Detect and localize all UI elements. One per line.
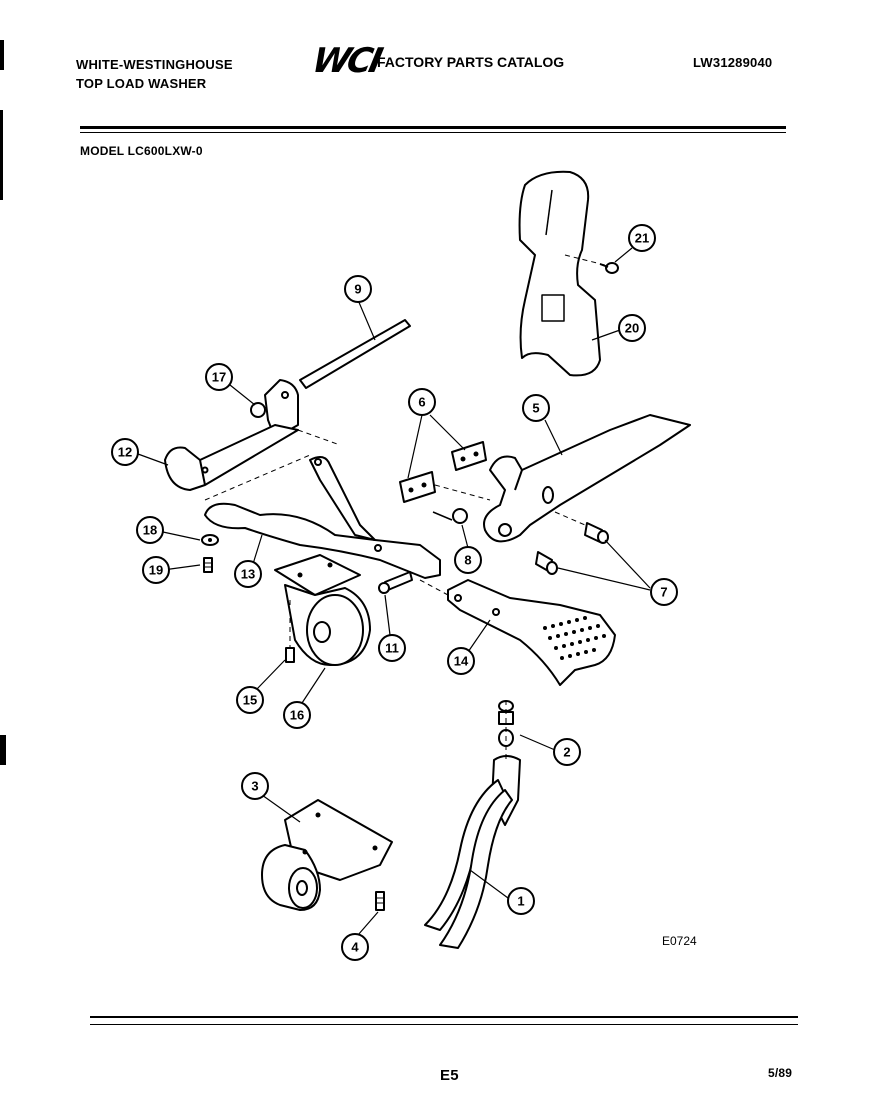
catalog-title: FACTORY PARTS CATALOG xyxy=(377,54,565,70)
part-8-nut xyxy=(432,508,468,524)
svg-text:1: 1 xyxy=(517,894,524,909)
footer-rule-thin xyxy=(90,1024,798,1025)
svg-text:9: 9 xyxy=(354,282,361,297)
callout-18: 18 xyxy=(136,516,164,544)
callout-3: 3 xyxy=(241,772,269,800)
part-14-foot-pedal xyxy=(419,579,616,686)
part-20-bracket-plate xyxy=(518,170,606,377)
part-19-screw xyxy=(203,557,213,573)
callout-12: 12 xyxy=(111,438,139,466)
callout-9: 9 xyxy=(344,275,372,303)
callout-2: 2 xyxy=(553,738,581,766)
part-4-screw xyxy=(375,891,385,911)
manufacturer-name: WHITE-WESTINGHOUSE xyxy=(76,57,233,72)
catalog-number: LW31289040 xyxy=(693,55,773,70)
svg-text:17: 17 xyxy=(212,370,226,385)
callout-7: 7 xyxy=(650,578,678,606)
part-11-bolt xyxy=(378,571,413,594)
scan-edge-mark xyxy=(0,735,6,765)
svg-text:3: 3 xyxy=(251,779,258,794)
svg-text:7: 7 xyxy=(660,585,667,600)
svg-text:8: 8 xyxy=(464,553,471,568)
scan-edge-mark xyxy=(0,110,3,200)
part-13-lever-arm xyxy=(204,454,441,579)
part-21-screw xyxy=(599,262,619,274)
callout-21: 21 xyxy=(628,224,656,252)
svg-text:5: 5 xyxy=(532,401,539,416)
callout-11: 11 xyxy=(378,634,406,662)
callout-13: 13 xyxy=(234,560,262,588)
leader-lines xyxy=(137,247,651,936)
svg-text:11: 11 xyxy=(385,641,399,656)
part-5-pedal-link xyxy=(483,414,691,543)
figure-code: E0724 xyxy=(662,934,697,948)
svg-text:19: 19 xyxy=(149,563,163,578)
callout-14: 14 xyxy=(447,647,475,675)
part-3-caster xyxy=(261,799,393,911)
callout-20: 20 xyxy=(618,314,646,342)
header-rule xyxy=(80,126,786,129)
part-1-hose xyxy=(424,779,513,949)
part-15-screw xyxy=(285,647,295,663)
part-6-clips xyxy=(399,441,491,503)
svg-text:13: 13 xyxy=(241,567,255,582)
callout-8: 8 xyxy=(454,546,482,574)
callout-17: 17 xyxy=(205,363,233,391)
part-18-washer xyxy=(201,534,219,546)
page-code: E5 xyxy=(440,1067,459,1084)
model-label: MODEL LC600LXW-0 xyxy=(80,144,203,158)
callout-1: 1 xyxy=(507,887,535,915)
part-9-rod xyxy=(299,319,411,389)
svg-text:2: 2 xyxy=(563,745,570,760)
svg-text:6: 6 xyxy=(418,395,425,410)
callout-19: 19 xyxy=(142,556,170,584)
svg-text:20: 20 xyxy=(625,321,639,336)
svg-text:4: 4 xyxy=(351,940,359,955)
part-16-caster xyxy=(274,554,371,666)
svg-text:21: 21 xyxy=(635,231,649,246)
scan-edge-mark xyxy=(0,40,4,70)
callout-15: 15 xyxy=(236,686,264,714)
svg-text:15: 15 xyxy=(243,693,257,708)
svg-text:18: 18 xyxy=(143,523,157,538)
svg-text:12: 12 xyxy=(118,445,132,460)
part-7-bolts xyxy=(535,511,609,575)
pedal-tread-dots xyxy=(543,616,606,660)
footer-rule xyxy=(90,1016,798,1018)
callout-5: 5 xyxy=(522,394,550,422)
part-12-bracket xyxy=(164,424,341,491)
callout-16: 16 xyxy=(283,701,311,729)
callout-4: 4 xyxy=(341,933,369,961)
product-type: TOP LOAD WASHER xyxy=(76,76,207,91)
svg-text:16: 16 xyxy=(290,708,304,723)
svg-text:14: 14 xyxy=(454,654,469,669)
footer-date: 5/89 xyxy=(768,1066,793,1080)
header-rule-thin xyxy=(80,132,786,133)
callout-6: 6 xyxy=(408,388,436,416)
